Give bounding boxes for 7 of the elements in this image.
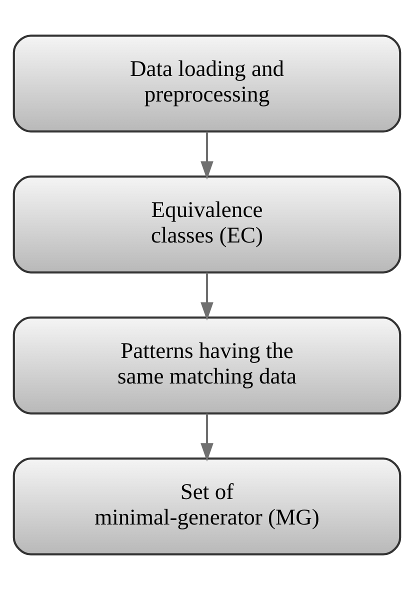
node-box: Set of minimal-generator (MG) bbox=[12, 456, 402, 555]
arrow bbox=[200, 131, 214, 180]
arrow bbox=[200, 272, 214, 320]
arrow bbox=[200, 413, 214, 462]
node-box: Patterns having the same matching data bbox=[12, 316, 402, 414]
node-box: Data loading and preprocessing bbox=[12, 34, 402, 132]
node-box: Equivalence classes (EC) bbox=[12, 175, 402, 273]
